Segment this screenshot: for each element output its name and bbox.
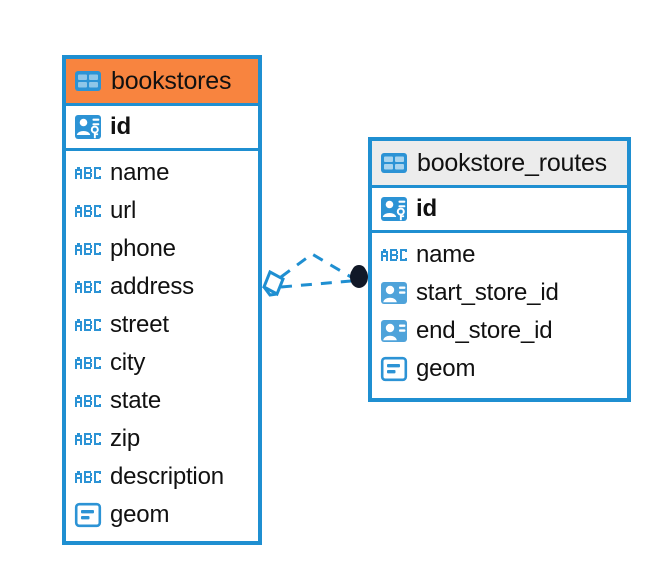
- text-abc-icon: [74, 203, 102, 219]
- geometry-icon: [74, 502, 102, 528]
- entity-table-bookstore-routes[interactable]: bookstore_routes id: [368, 137, 631, 402]
- text-abc-icon: [74, 317, 102, 333]
- column-row-id[interactable]: id: [66, 106, 258, 148]
- text-abc-icon: [74, 431, 102, 447]
- column-row-description[interactable]: description: [66, 458, 258, 496]
- column-label: geom: [416, 355, 476, 382]
- column-label: description: [110, 463, 224, 490]
- entity-title: bookstores: [111, 66, 232, 95]
- column-label: id: [416, 195, 437, 222]
- column-section: name start_store_id: [372, 233, 627, 392]
- foreign-key-icon: [380, 280, 408, 306]
- column-label: url: [110, 197, 137, 224]
- column-section: name url: [66, 151, 258, 538]
- column-label: name: [110, 159, 170, 186]
- column-label: name: [416, 241, 476, 268]
- column-row-address[interactable]: address: [66, 268, 258, 306]
- text-abc-icon: [380, 247, 408, 263]
- diamond-marker-icon: [262, 269, 285, 297]
- column-row-geom[interactable]: geom: [66, 496, 258, 534]
- column-label: state: [110, 387, 162, 414]
- text-abc-icon: [74, 469, 102, 485]
- primary-key-section: id: [66, 103, 258, 151]
- column-row-url[interactable]: url: [66, 192, 258, 230]
- column-label: id: [110, 113, 131, 140]
- text-abc-icon: [74, 279, 102, 295]
- circle-marker-icon: [350, 265, 368, 288]
- column-row-geom[interactable]: geom: [372, 350, 627, 388]
- table-icon: [74, 69, 102, 93]
- column-row-state[interactable]: state: [66, 382, 258, 420]
- geometry-icon: [380, 356, 408, 382]
- column-label: street: [110, 311, 169, 338]
- text-abc-icon: [74, 355, 102, 371]
- column-row-city[interactable]: city: [66, 344, 258, 382]
- primary-key-icon: [74, 114, 102, 140]
- primary-key-icon: [380, 196, 408, 222]
- foreign-key-icon: [380, 318, 408, 344]
- entity-title: bookstore_routes: [417, 148, 607, 177]
- entity-header-bookstore-routes[interactable]: bookstore_routes: [372, 141, 627, 185]
- entity-header-bookstores[interactable]: bookstores: [66, 59, 258, 103]
- primary-key-section: id: [372, 185, 627, 233]
- column-row-end-store-id[interactable]: end_store_id: [372, 312, 627, 350]
- column-row-phone[interactable]: phone: [66, 230, 258, 268]
- entity-table-bookstores[interactable]: bookstores id: [62, 55, 262, 545]
- text-abc-icon: [74, 241, 102, 257]
- text-abc-icon: [74, 165, 102, 181]
- column-row-street[interactable]: street: [66, 306, 258, 344]
- column-label: zip: [110, 425, 141, 452]
- column-row-id[interactable]: id: [372, 188, 627, 230]
- column-row-start-store-id[interactable]: start_store_id: [372, 274, 627, 312]
- column-row-name[interactable]: name: [372, 236, 627, 274]
- text-abc-icon: [74, 393, 102, 409]
- column-row-name[interactable]: name: [66, 154, 258, 192]
- column-label: geom: [110, 501, 170, 528]
- table-icon: [380, 151, 408, 175]
- column-label: start_store_id: [416, 279, 559, 306]
- column-label: city: [110, 349, 146, 376]
- column-row-zip[interactable]: zip: [66, 420, 258, 458]
- column-label: end_store_id: [416, 317, 553, 344]
- relationship-line-lower: [280, 279, 352, 289]
- relationship-line-upper: [280, 252, 352, 279]
- column-label: phone: [110, 235, 176, 262]
- column-label: address: [110, 273, 194, 300]
